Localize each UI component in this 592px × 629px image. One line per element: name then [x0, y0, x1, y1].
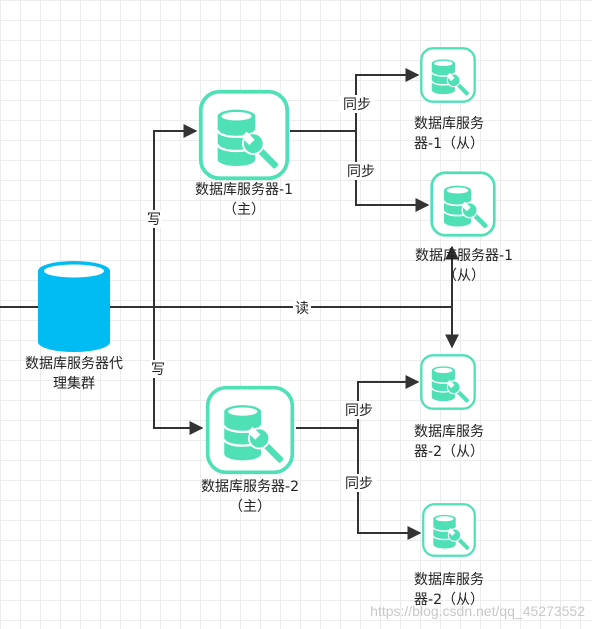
watermark: https://blog.csdn.net/qq_45273552	[370, 603, 585, 619]
database-wrench-icon	[430, 171, 496, 237]
write-label-1: 写	[147, 212, 161, 228]
slave2a-label-line1: 数据库服务	[414, 424, 484, 440]
slave1a-label-line2: 器-1（从）	[414, 136, 484, 152]
edge-read-down	[110, 306, 459, 349]
master1-label-line2: （主）	[223, 202, 265, 218]
proxy-label-line2: 理集群	[53, 375, 95, 392]
master2-label-line2: （主）	[229, 499, 271, 515]
database-cylinder-icon	[38, 261, 110, 352]
proxy-label-line1: 数据库服务器代	[25, 356, 123, 372]
slave2b-label-line1: 数据库服务	[414, 572, 484, 588]
edge-labels: 写 写 读 同步 同步 同步 同步	[146, 95, 379, 492]
master2-label-line1: 数据库服务器-2	[201, 479, 299, 495]
sync-label-2a: 同步	[345, 403, 373, 419]
read-label: 读	[295, 300, 309, 317]
sync-label-1a: 同步	[343, 97, 371, 113]
slave-server-2a: 数据库服务 器-2（从）	[414, 354, 484, 460]
sync-label-2b: 同步	[345, 476, 373, 492]
edge-sync-2b	[357, 428, 422, 540]
database-wrench-icon	[205, 385, 295, 475]
database-wrench-icon	[421, 502, 477, 558]
slave1b-label-line2: （从）	[443, 268, 485, 284]
slave-server-2b: 数据库服务 器-2（从）	[414, 502, 484, 608]
slave-server-1a: 数据库服务 器-1（从）	[414, 46, 484, 152]
proxy-cluster-node: 数据库服务器代 理集群	[25, 261, 123, 392]
slave1b-label-line1: 数据库服务器-1	[415, 248, 513, 264]
master1-label-line1: 数据库服务器-1	[195, 182, 293, 198]
slave2b-label-line2: 器-2（从）	[414, 592, 484, 608]
database-wrench-icon	[419, 46, 477, 104]
database-wrench-icon	[420, 354, 476, 410]
slave-server-1b: 数据库服务器-1 （从）	[415, 171, 513, 284]
master-server-2: 数据库服务器-2 （主）	[201, 385, 299, 515]
edge-sync-1b	[355, 131, 430, 212]
sync-label-1b: 同步	[347, 164, 375, 180]
master-server-1: 数据库服务器-1 （主）	[195, 89, 293, 218]
database-wrench-icon	[198, 89, 290, 181]
write-label-2: 写	[151, 362, 165, 378]
slave2a-label-line2: 器-2（从）	[414, 444, 484, 460]
slave1a-label-line1: 数据库服务	[414, 116, 484, 132]
